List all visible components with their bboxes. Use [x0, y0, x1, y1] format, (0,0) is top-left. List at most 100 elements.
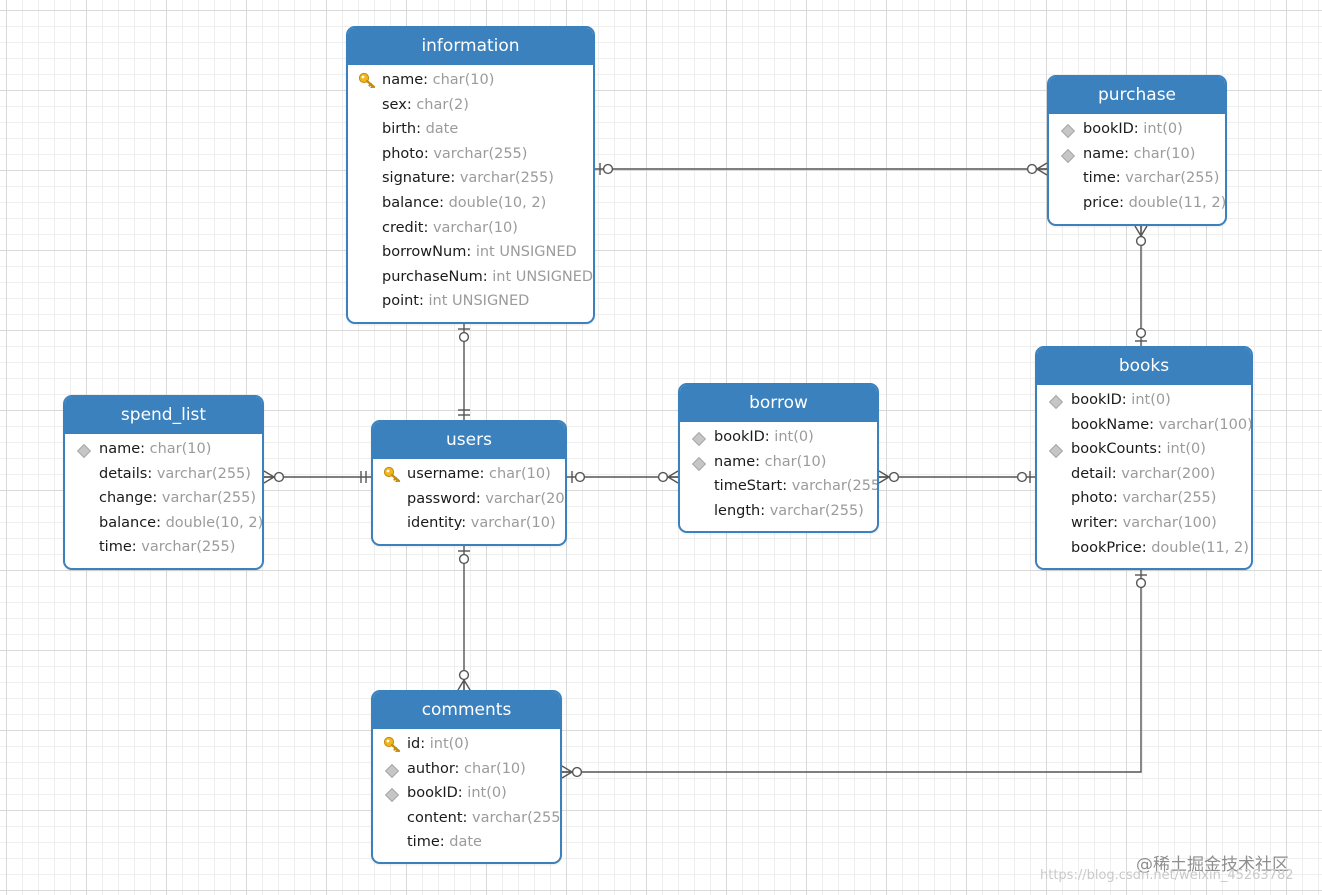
- field-type: varchar(255): [433, 145, 528, 162]
- field-row[interactable]: time: varchar(255): [1049, 166, 1225, 191]
- relationship-purchase-books[interactable]: [1134, 225, 1148, 346]
- field-row[interactable]: bookCounts: int(0): [1037, 437, 1251, 462]
- field-row[interactable]: author: char(10): [373, 757, 560, 782]
- field-type: char(10): [764, 453, 827, 470]
- field-row[interactable]: name: char(10): [65, 437, 262, 462]
- field-separator: :: [1115, 170, 1126, 187]
- field-row[interactable]: signature: varchar(255): [348, 166, 593, 191]
- relationship-information-purchase[interactable]: [595, 162, 1048, 176]
- field-row[interactable]: writer: varchar(100): [1037, 511, 1251, 536]
- field-separator: :: [457, 785, 468, 802]
- field-name: credit: [382, 219, 424, 236]
- field-row[interactable]: name: char(10): [1049, 142, 1225, 167]
- field-name: length: [714, 502, 761, 519]
- field-row[interactable]: username: char(10): [373, 462, 565, 487]
- table-borrow-header[interactable]: borrow: [680, 385, 877, 422]
- relationship-borrow-books[interactable]: [878, 470, 1035, 484]
- table-users-fields: username: char(10)password: varchar(20)i…: [373, 459, 565, 536]
- field-type: varchar(100): [1158, 416, 1253, 433]
- field-row[interactable]: id: int(0): [373, 732, 560, 757]
- field-type: char(2): [416, 96, 469, 113]
- field-name: bookID: [714, 429, 765, 445]
- field-row[interactable]: time: date: [373, 830, 560, 855]
- field-row[interactable]: detail: varchar(200): [1037, 462, 1251, 487]
- field-name: point: [382, 293, 419, 310]
- field-row[interactable]: bookID: int(0): [680, 425, 877, 450]
- primary-key-icon: [358, 72, 376, 89]
- field-type: char(10): [432, 72, 495, 88]
- field-separator: :: [461, 515, 471, 532]
- field-separator: :: [1111, 465, 1122, 482]
- table-books-header[interactable]: books: [1037, 348, 1251, 385]
- field-row[interactable]: bookPrice: double(11, 2): [1037, 536, 1251, 561]
- table-comments-header[interactable]: comments: [373, 692, 560, 729]
- field-row[interactable]: name: char(10): [348, 68, 593, 93]
- table-spend-list[interactable]: spend_list name: char(10)details: varcha…: [63, 395, 264, 570]
- field-separator: :: [475, 490, 486, 507]
- table-users-header[interactable]: users: [373, 422, 565, 459]
- field-row[interactable]: content: varchar(255): [373, 806, 560, 831]
- field-name: details: [99, 465, 148, 482]
- field-type: char(10): [489, 466, 551, 482]
- field-separator: :: [416, 121, 426, 138]
- field-row[interactable]: borrowNum: int UNSIGNED: [348, 240, 593, 265]
- field-row[interactable]: time: varchar(255): [65, 535, 262, 560]
- field-type: date: [449, 834, 482, 851]
- table-comments[interactable]: comments id: int(0)author: char(10)bookI…: [371, 690, 562, 864]
- field-row[interactable]: credit: varchar(10): [348, 216, 593, 241]
- field-type: int UNSIGNED: [428, 293, 530, 310]
- relationship-information-users[interactable]: [458, 324, 470, 420]
- field-separator: :: [1124, 145, 1134, 162]
- field-name: photo: [382, 145, 424, 162]
- field-row[interactable]: point: int UNSIGNED: [348, 289, 593, 314]
- field-row[interactable]: bookID: int(0): [1037, 388, 1251, 413]
- field-row[interactable]: length: varchar(255): [680, 499, 877, 524]
- field-separator: :: [755, 453, 765, 470]
- field-row[interactable]: balance: double(10, 2): [348, 191, 593, 216]
- field-separator: :: [462, 809, 473, 826]
- field-name: content: [407, 809, 463, 826]
- relationship-spend_list-users[interactable]: [263, 470, 371, 484]
- field-row[interactable]: photo: varchar(255): [1037, 486, 1251, 511]
- field-row[interactable]: bookName: varchar(100): [1037, 413, 1251, 438]
- field-type: varchar(255): [156, 465, 251, 482]
- relationship-users-comments[interactable]: [457, 546, 471, 691]
- field-name: username: [407, 466, 480, 482]
- field-type: char(10): [149, 441, 212, 457]
- table-spend-list-header[interactable]: spend_list: [65, 397, 262, 434]
- table-purchase-header[interactable]: purchase: [1049, 77, 1225, 114]
- field-row[interactable]: bookID: int(0): [1049, 117, 1225, 142]
- primary-key-icon: [383, 466, 401, 483]
- field-row[interactable]: timeStart: varchar(255): [680, 474, 877, 499]
- field-type: int(0): [1166, 441, 1206, 458]
- field-type: int UNSIGNED: [475, 244, 577, 261]
- field-separator: :: [482, 268, 493, 285]
- field-separator: :: [1149, 416, 1159, 433]
- field-name: change: [99, 490, 153, 507]
- table-information-header[interactable]: information: [348, 28, 593, 65]
- field-row[interactable]: change: varchar(255): [65, 486, 262, 511]
- relationship-books-comments[interactable]: [561, 570, 1147, 779]
- field-row[interactable]: balance: double(10, 2): [65, 511, 262, 536]
- table-purchase-fields: bookID: int(0)name: char(10)time: varcha…: [1049, 114, 1225, 215]
- field-row[interactable]: birth: date: [348, 117, 593, 142]
- field-separator: :: [782, 478, 792, 495]
- field-row[interactable]: price: double(11, 2): [1049, 191, 1225, 216]
- table-purchase[interactable]: purchase bookID: int(0)name: char(10)tim…: [1047, 75, 1227, 226]
- field-type: date: [425, 121, 459, 138]
- field-row[interactable]: identity: varchar(10): [373, 511, 565, 536]
- table-users[interactable]: users username: char(10)password: varcha…: [371, 420, 567, 546]
- field-row[interactable]: photo: varchar(255): [348, 142, 593, 167]
- table-books[interactable]: books bookID: int(0)bookName: varchar(10…: [1035, 346, 1253, 570]
- relationship-users-borrow[interactable]: [567, 470, 679, 484]
- field-row[interactable]: purchaseNum: int UNSIGNED: [348, 265, 593, 290]
- field-row[interactable]: sex: char(2): [348, 93, 593, 118]
- table-borrow[interactable]: borrow bookID: int(0)name: char(10)timeS…: [678, 383, 879, 533]
- field-row[interactable]: name: char(10): [680, 450, 877, 475]
- table-information[interactable]: information name: char(10)sex: char(2)bi…: [346, 26, 595, 324]
- table-spend-list-fields: name: char(10)details: varchar(255)chang…: [65, 434, 262, 560]
- field-row[interactable]: bookID: int(0): [373, 781, 560, 806]
- field-row[interactable]: details: varchar(255): [65, 462, 262, 487]
- field-row[interactable]: password: varchar(20): [373, 487, 565, 512]
